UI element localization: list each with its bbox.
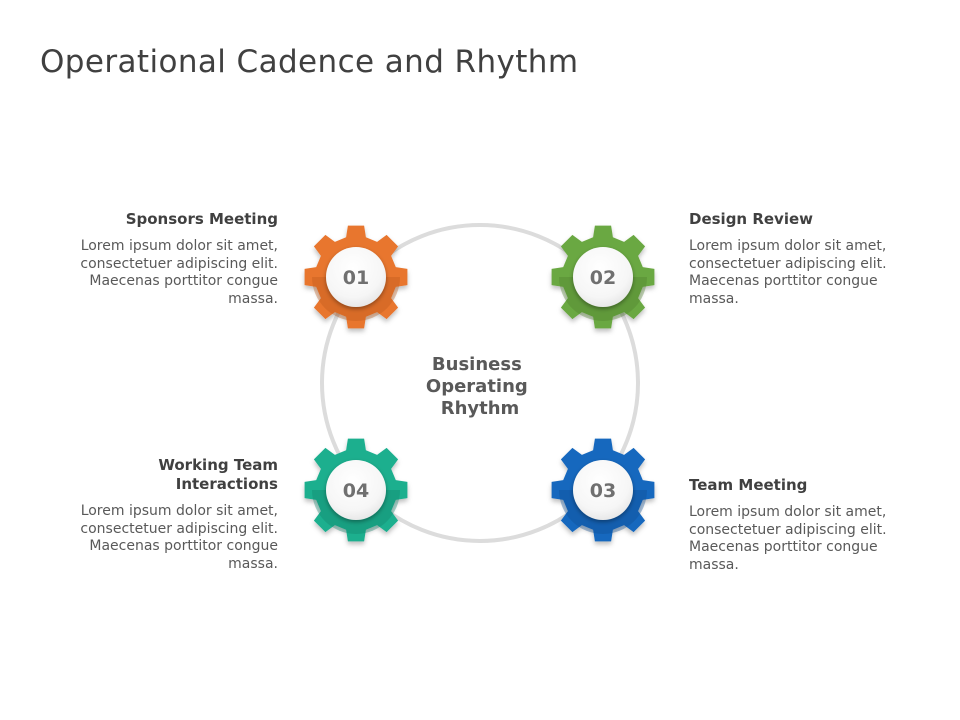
gear-cap xyxy=(573,247,633,307)
step-description: Lorem ipsum dolor sit amet, consectetuer… xyxy=(80,503,278,572)
gear-number: 04 xyxy=(343,480,369,502)
gear-number: 02 xyxy=(590,267,616,289)
step-sponsors-meeting: Sponsors Meeting Lorem ipsum dolor sit a… xyxy=(28,210,278,308)
step-team-meeting: Team Meeting Lorem ipsum dolor sit amet,… xyxy=(689,476,939,574)
gear-cap xyxy=(326,460,386,520)
step-heading: Sponsors Meeting xyxy=(125,210,278,228)
gear-cap xyxy=(573,460,633,520)
step-working-team-interactions: Working Team Interactions Lorem ipsum do… xyxy=(28,456,278,573)
gear-number: 03 xyxy=(590,480,616,502)
step-description: Lorem ipsum dolor sit amet, consectetuer… xyxy=(689,238,887,307)
step-heading: Team Meeting xyxy=(689,476,808,494)
cycle-ring xyxy=(320,223,640,543)
gear-number: 01 xyxy=(343,267,369,289)
gear-01: 01 xyxy=(304,225,408,329)
step-description: Lorem ipsum dolor sit amet, consectetuer… xyxy=(80,238,278,307)
center-label-line: Business xyxy=(432,354,522,375)
gear-04: 04 xyxy=(304,438,408,542)
step-description: Lorem ipsum dolor sit amet, consectetuer… xyxy=(689,504,887,573)
step-heading: Design Review xyxy=(689,210,814,228)
center-label-line: Operating xyxy=(426,376,528,397)
page-title: Operational Cadence and Rhythm xyxy=(40,44,579,80)
center-label: Business Operating Rhythm xyxy=(426,354,534,419)
gear-cap xyxy=(326,247,386,307)
center-label-line: Rhythm xyxy=(441,398,520,419)
step-heading: Working Team Interactions xyxy=(158,456,278,493)
gear-03: 03 xyxy=(551,438,655,542)
step-design-review: Design Review Lorem ipsum dolor sit amet… xyxy=(689,210,939,308)
gear-02: 02 xyxy=(551,225,655,329)
